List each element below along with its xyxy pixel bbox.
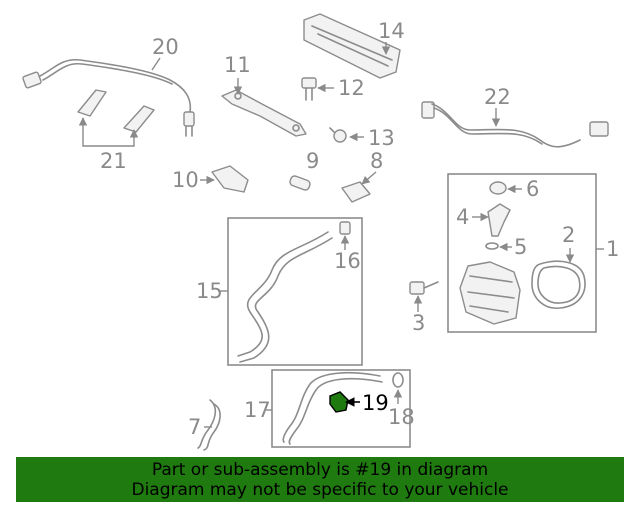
callout-20: 20 [152,35,179,59]
part-11-bracket[interactable] [221,89,307,137]
part-2-gasket[interactable] [531,260,586,309]
callout-13: 13 [368,126,395,150]
part-17-hose[interactable] [282,371,383,445]
callout-7: 7 [188,415,201,439]
callout-12: 12 [338,76,365,100]
part-4-connector[interactable] [487,203,511,237]
part-5-o-ring[interactable] [485,242,499,250]
part-19-highlighted[interactable] [329,391,349,413]
box-15 [227,217,363,366]
callout-6: 6 [526,177,539,201]
callout-21: 21 [100,149,127,173]
part-6-cap[interactable] [489,181,507,195]
callout-14: 14 [378,19,405,43]
box-17 [271,369,411,448]
callout-19: 19 [362,391,389,415]
callout-18: 18 [388,405,415,429]
part-8-valve[interactable] [341,181,371,203]
part-13-nut[interactable] [329,127,347,143]
highlight-banner: Part or sub-assembly is #19 in diagram D… [16,457,624,502]
part-10-sensor[interactable] [211,165,249,193]
callout-5: 5 [514,235,527,259]
part-20-oxygen-sensor[interactable] [22,58,195,137]
callout-16: 16 [334,249,361,273]
callout-3: 3 [412,311,425,335]
leader-21 [82,118,135,147]
part-1-canister-assembly[interactable] [459,261,521,325]
part-18-clamp[interactable] [392,372,404,388]
callout-10: 10 [172,168,199,192]
part-22-oxygen-sensor[interactable] [421,101,609,148]
part-12-bolt[interactable] [301,77,317,101]
banner-line-1: Part or sub-assembly is #19 in diagram [151,460,489,480]
callout-8: 8 [370,149,383,173]
part-15-hose[interactable] [237,231,333,363]
part-14-bracket[interactable] [303,13,401,79]
part-7-hose[interactable] [197,399,221,451]
box-1 [447,173,597,333]
callout-1: 1 [606,237,619,261]
leader-20 [151,57,161,71]
part-3-bolt[interactable] [409,281,439,295]
callout-9: 9 [306,149,319,173]
callout-2: 2 [562,223,575,247]
callout-4: 4 [456,205,469,229]
part-21-brackets[interactable] [77,89,155,133]
callout-11: 11 [224,53,251,77]
part-9-hose[interactable] [289,175,311,191]
banner-line-2: Diagram may not be specific to your vehi… [131,480,509,500]
part-16-clamp[interactable] [339,221,351,235]
callout-22: 22 [484,85,511,109]
